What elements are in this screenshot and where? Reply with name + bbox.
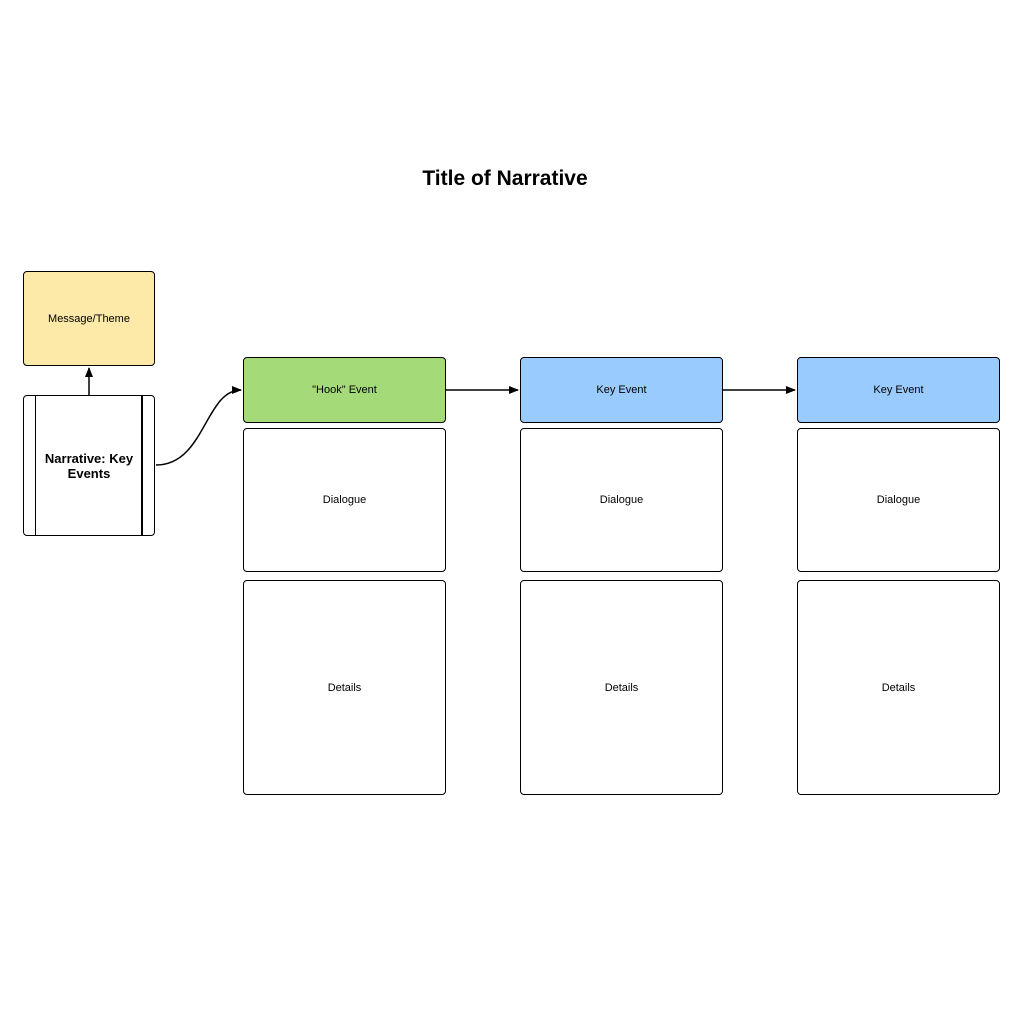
message-theme-box[interactable]: Message/Theme: [23, 271, 155, 366]
narrative-right-bar: [141, 396, 143, 535]
details-label: Details: [604, 681, 639, 694]
details-label: Details: [881, 681, 916, 694]
key-event-box[interactable]: Key Event: [520, 357, 723, 423]
details-box[interactable]: Details: [797, 580, 1000, 795]
diagram-title: Title of Narrative: [422, 167, 588, 190]
dialogue-label: Dialogue: [876, 494, 921, 506]
dialogue-box[interactable]: Dialogue: [797, 428, 1000, 572]
key-event-box[interactable]: Key Event: [797, 357, 1000, 423]
dialogue-label: Dialogue: [322, 494, 367, 506]
message-theme-label: Message/Theme: [48, 312, 130, 325]
dialogue-label: Dialogue: [599, 494, 644, 506]
event-label: Key Event: [873, 384, 924, 396]
event-label: Key Event: [596, 384, 647, 396]
narrative-left-bar: [35, 396, 36, 535]
dialogue-box[interactable]: Dialogue: [520, 428, 723, 572]
arrow-narrative-to-hook: [155, 386, 242, 466]
details-box[interactable]: Details: [243, 580, 446, 795]
narrative-key-events-box[interactable]: Narrative: Key Events: [23, 395, 155, 536]
event-label: "Hook" Event: [312, 384, 377, 396]
narrative-label: Narrative: Key Events: [44, 450, 134, 481]
hook-event-box[interactable]: "Hook" Event: [243, 357, 446, 423]
dialogue-box[interactable]: Dialogue: [243, 428, 446, 572]
details-label: Details: [327, 681, 362, 694]
details-box[interactable]: Details: [520, 580, 723, 795]
